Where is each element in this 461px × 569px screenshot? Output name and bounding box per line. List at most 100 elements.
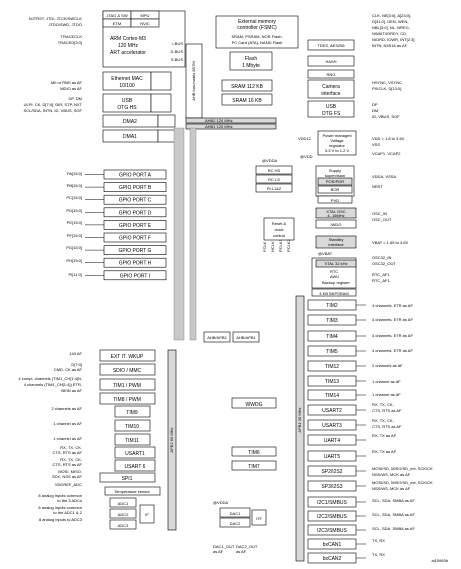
if-label: IF bbox=[145, 512, 149, 517]
gpio-port-label: GPIO PORT C bbox=[119, 198, 152, 204]
apb1-i2c2: I2C2/SMBUS bbox=[307, 510, 366, 522]
middle-blocks: WWDG TIM6 TIM7 @VDDA DAC1 DAC2 ITF DAC1_… bbox=[213, 397, 277, 554]
left-pin-label: PD[15:0] bbox=[66, 208, 82, 213]
dma2-block: DMA2 bbox=[102, 114, 176, 128]
right-pin-label: VSS bbox=[372, 142, 380, 147]
right-pin-label: VDDA, VSSA bbox=[372, 174, 396, 179]
right-pin-label: INTN, NIIS16 as AF bbox=[372, 43, 408, 48]
right-pin-label: DP bbox=[372, 102, 378, 107]
right-pin-label: MOSI/SD, MISO/SD_ext, SCK/CK bbox=[372, 480, 433, 485]
right-pin-label: OSC_IN bbox=[372, 211, 387, 216]
tim6-label: TIM6 bbox=[248, 450, 260, 456]
gpio-port-a: GPIO PORT A bbox=[85, 169, 167, 180]
bor-label: BOR bbox=[331, 187, 340, 192]
right-pin-label: OSC32_OUT bbox=[372, 261, 396, 266]
ahb1-label: AHB1 120 MHz bbox=[205, 124, 233, 129]
reset-clock-block: Reset & clock control FCLK HCLK PCLK1 PC… bbox=[262, 217, 295, 252]
bxcan2-label: bxCAN2 bbox=[323, 556, 342, 562]
fsmc-sub-2: PC Card (ATA), NAND Flash bbox=[232, 40, 283, 45]
gpio-port-label: GPIO PORT B bbox=[119, 185, 152, 191]
por-label: POR/PDR bbox=[326, 179, 344, 184]
dac2-label: DAC2 bbox=[230, 521, 241, 526]
left-pin-label: PC[15:0] bbox=[66, 195, 82, 200]
cpu-block: JTAG & SW MPU ETM NVIC ARM Cortex-M3 120… bbox=[102, 10, 186, 68]
right-pin-label: RX, TX as AF bbox=[372, 449, 397, 454]
right-pin-labels: CLK, NE[3:0], A[23:0],D[31:0], OEN, WEN,… bbox=[372, 13, 433, 557]
left-pin-label: 8 analog inputs common bbox=[38, 505, 82, 510]
apb1-sp3: SP3/I2S3 bbox=[307, 480, 366, 492]
apb1-bridge: AHB/APB1 bbox=[236, 335, 256, 340]
left-pin-label: DP, DM bbox=[69, 96, 82, 101]
right-pin-label: 4 channels, ETR as AF bbox=[372, 317, 413, 322]
gpio-ports: GPIO PORT A GPIO PORT B GPIO PORT C GPIO PO… bbox=[85, 169, 167, 281]
apb1-bus bbox=[295, 295, 305, 562]
tim14-label: TIM14 bbox=[325, 393, 339, 399]
exti-label: EXT IT. WKUP bbox=[111, 354, 144, 360]
left-pin-label: CMD, CK as AF bbox=[54, 367, 83, 372]
right-pin-label: NRST bbox=[372, 184, 383, 189]
bxcan1-label: bxCAN1 bbox=[323, 542, 342, 548]
left-pin-label: 2 channels as AF bbox=[51, 406, 82, 411]
regulator-label: regulator bbox=[329, 143, 345, 148]
left-pin-label: TRACED[3:0] bbox=[58, 40, 82, 45]
standby-interface: interface bbox=[328, 242, 344, 247]
apb1-peripherals: TIM2TIM3TIM4TIM5TIM12TIM13TIM14USART2USA… bbox=[307, 299, 366, 564]
left-pin-label: D[7:0] bbox=[71, 362, 82, 367]
gpio-port-b: GPIO PORT B bbox=[85, 182, 167, 192]
jtag-label: JTAG & SW bbox=[106, 13, 127, 18]
left-pin-label: MOSI, MISO, bbox=[58, 469, 82, 474]
vdda-label: @VDDA bbox=[262, 158, 278, 163]
left-pin-label: PH[15:0] bbox=[66, 258, 82, 263]
vdd12-label: VDD12 bbox=[298, 136, 312, 141]
ahb-apb-bridges: AHB/APB2 AHB/APB1 bbox=[203, 331, 260, 343]
power-label: Power managmt bbox=[322, 133, 352, 138]
right-pin-label: ID, VBUS, SOF bbox=[372, 114, 400, 119]
control-label: control bbox=[273, 233, 285, 238]
gpio-port-label: GPIO PORT H bbox=[119, 261, 152, 267]
adc3-label: ADC3 bbox=[118, 523, 129, 528]
gpio-port-d: GPIO PORT D bbox=[85, 207, 167, 218]
dbus-label: D-BUS bbox=[171, 49, 184, 54]
left-pin-label: PA[15:0] bbox=[67, 171, 82, 176]
clock-label: clock bbox=[274, 227, 283, 232]
apb1-uart5: UART5 bbox=[307, 450, 366, 462]
right-pin-label: RX, TX, CK, bbox=[372, 418, 394, 423]
i2c1-label: I2C1/SMBUS bbox=[317, 500, 347, 506]
left-pin-label: 1 channel as AF bbox=[53, 436, 82, 441]
pll-label: PLL1&2 bbox=[267, 186, 282, 191]
right-pin-label: OSC_OUT bbox=[372, 217, 392, 222]
right-pin-label: 1 channel as AF bbox=[372, 392, 401, 397]
apb2-bridge: AHB/APB2 bbox=[207, 335, 227, 340]
right-pin-label: CTS, RTS as AF bbox=[372, 424, 402, 429]
uart5-label: UART5 bbox=[324, 454, 341, 460]
dma2-label: DMA2 bbox=[123, 119, 137, 125]
rng-label: RNG bbox=[327, 72, 336, 77]
dma1-block: DMA1 bbox=[102, 129, 176, 143]
osc-block: @VDDA RC HS RC LS PLL1&2 bbox=[255, 158, 293, 193]
apb1-usart3: USART3 bbox=[307, 419, 366, 431]
tim13-label: TIM13 bbox=[325, 379, 339, 385]
right-pin-label: VCAP1, VCAP2 bbox=[372, 151, 401, 156]
left-pin-label: CTS, RTS as AF bbox=[53, 450, 83, 455]
right-pin-label: 4 channels, ETR as AF bbox=[372, 303, 413, 308]
sp3-label: SP3/I2S3 bbox=[321, 484, 342, 490]
camera-label-2: interface bbox=[321, 91, 340, 97]
backup-label: Backup register bbox=[322, 280, 350, 285]
flash-size: 1 Mbyte bbox=[242, 63, 260, 69]
right-pin-label: NSS/WS, MCK as AF bbox=[372, 486, 411, 491]
gpio-port-label: GPIO PORT I bbox=[120, 273, 150, 279]
right-pin-label: TX, RX bbox=[372, 538, 385, 543]
xtal-osc-label: XTAL OSC bbox=[326, 209, 345, 214]
ahb2-clock-label: AHB2 120 MHz bbox=[205, 118, 233, 123]
right-pin-label: CTS, RTS as AF bbox=[372, 408, 402, 413]
rc-hs-label: RC HS bbox=[268, 168, 281, 173]
fsmc-title-2: controller (FSMC) bbox=[237, 25, 277, 31]
apb1-i2c3: I2C3/SMBUS bbox=[307, 524, 366, 536]
regulator-range: 3.3 V to 1.2 V bbox=[325, 148, 350, 153]
apb2-freq: APB2 60 MHz bbox=[169, 427, 174, 452]
left-pin-label: 1 channel as AF bbox=[53, 421, 82, 426]
left-pin-label: SCK, NSS as AF bbox=[52, 474, 83, 479]
sram-112-block: SRAM 112 KB bbox=[221, 79, 273, 92]
right-pin-label: RTC_AF1 bbox=[372, 278, 390, 283]
mpu-label: MPU bbox=[141, 13, 150, 18]
